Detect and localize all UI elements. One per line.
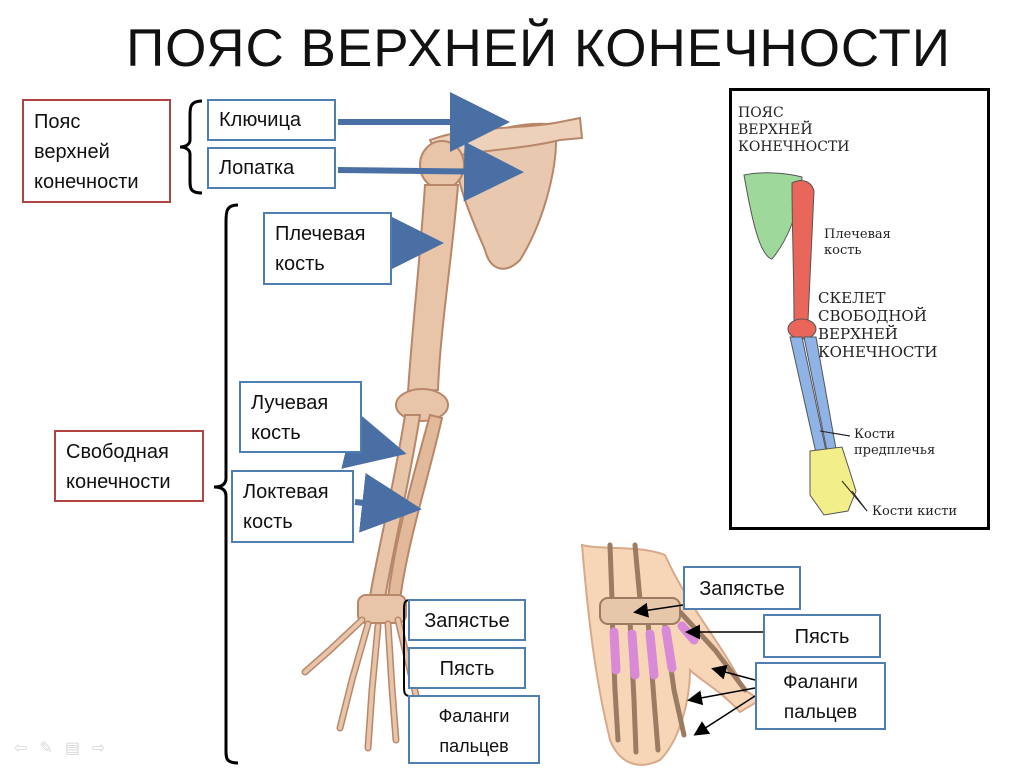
hand-illustration [580, 542, 762, 766]
scapula-arrow [337, 141, 524, 202]
metacarpus-label: Пясть [408, 647, 526, 689]
hand-phalanges-line-2 [687, 687, 756, 706]
radius-label: Лучевая кость [239, 381, 362, 453]
girdle-label: Пояс верхней конечности [22, 99, 171, 203]
radius-arrow [341, 410, 407, 469]
inset-girdle-caption: ПОЯС ВЕРХНЕЙ КОНЕЧНОСТИ [738, 105, 850, 155]
free-limb-brace [213, 203, 239, 765]
girdle-brace [179, 99, 203, 195]
inset-humerus-caption: Плечевая кость [824, 227, 891, 258]
inset-diagram: ПОЯС ВЕРХНЕЙ КОНЕЧНОСТИ Плечевая кость С… [729, 88, 990, 530]
inset-free-limb-caption: СКЕЛЕТ СВОБОДНОЙ ВЕРХНЕЙ КОНЕЧНОСТИ [818, 289, 938, 361]
hand-brace [403, 599, 411, 697]
phalanges-label: Фаланги пальцев [408, 695, 540, 764]
humerus-label: Плечевая кость [263, 212, 392, 285]
ulna-arrow [354, 472, 422, 533]
inset-hand-caption: Кости кисти [872, 504, 958, 519]
hand-phalanges-line-1 [711, 664, 756, 681]
carpus-label: Запястье [408, 599, 526, 641]
hand-phalanges-label: Фаланги пальцев [755, 662, 886, 730]
hand-carpus-label: Запястье [683, 566, 801, 610]
hand-phalanges-line-3 [693, 695, 756, 736]
page-title: ПОЯС ВЕРХНЕЙ КОНЕЧНОСТИ [126, 19, 951, 78]
carpal-bones [357, 594, 407, 624]
hand-carpus-line [633, 602, 684, 618]
clavicle-label: Ключица [207, 99, 336, 141]
free-limb-label: Свободная конечности [54, 430, 204, 502]
ulna-label: Локтевая кость [231, 470, 354, 543]
slide-nav-controls[interactable]: ⇦✎▤⇨ [14, 740, 118, 757]
scapula-label: Лопатка [207, 147, 336, 189]
hand-metacarpus-label: Пясть [763, 614, 881, 658]
inset-skeleton [743, 172, 868, 516]
humerus-bone [406, 184, 460, 394]
inset-forearm-caption: Кости предплечья [854, 427, 936, 458]
